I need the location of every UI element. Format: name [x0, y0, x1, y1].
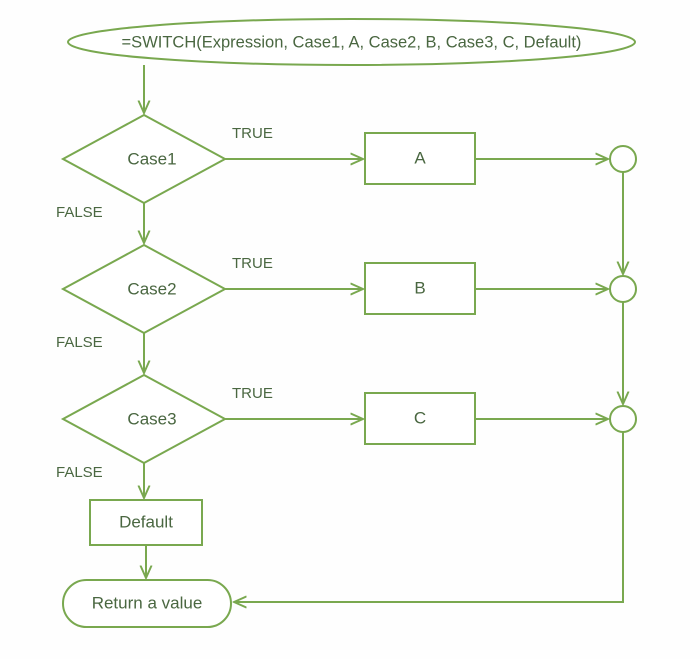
edge-label-case2-false: FALSE — [56, 334, 103, 351]
merge-node-3[interactable] — [609, 405, 637, 433]
end-node-label: Return a value — [92, 593, 203, 612]
merge-node-1[interactable] — [609, 145, 637, 173]
merge-node-2[interactable] — [609, 275, 637, 303]
result-box-b[interactable] — [364, 262, 476, 315]
edge-label-case3-false: FALSE — [56, 464, 103, 481]
result-box-a[interactable] — [364, 132, 476, 185]
edge-label-case3-true: TRUE — [232, 385, 273, 402]
start-node-ellipse[interactable] — [67, 18, 636, 66]
result-box-c[interactable] — [364, 392, 476, 445]
edge-label-case1-false: FALSE — [56, 204, 103, 221]
result-box-c-label: C — [414, 408, 426, 427]
result-box-b-label: B — [414, 278, 425, 297]
edge-label-case2-true: TRUE — [232, 255, 273, 272]
decision-case3-label: Case3 — [127, 409, 176, 428]
result-box-a-label: A — [414, 148, 426, 167]
decision-case2-label: Case2 — [127, 279, 176, 298]
end-node-stadium[interactable] — [62, 579, 232, 628]
decision-case1-label: Case1 — [127, 149, 176, 168]
default-box[interactable] — [89, 499, 203, 546]
edge-label-case1-true: TRUE — [232, 125, 273, 142]
default-box-label: Default — [119, 512, 173, 531]
connector-merge3-to-end — [234, 432, 624, 602]
start-node-label: =SWITCH(Expression, Case1, A, Case2, B, … — [122, 33, 582, 51]
